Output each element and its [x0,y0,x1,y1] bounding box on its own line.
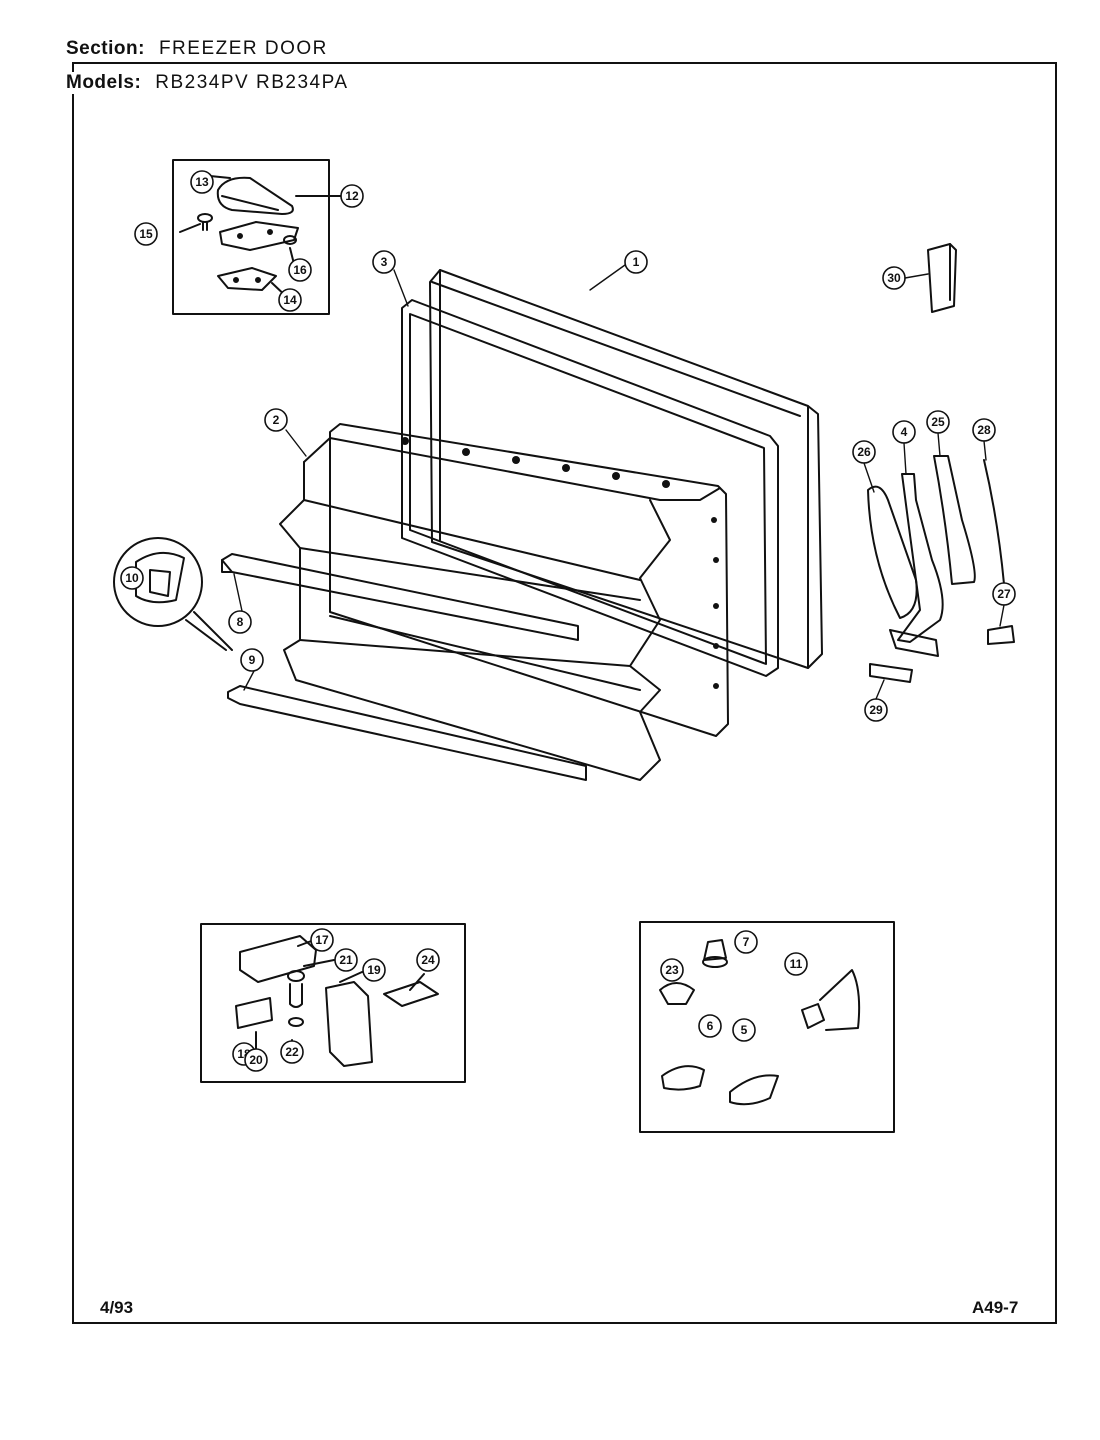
models-label: Models: [66,72,142,93]
svg-text:17: 17 [315,933,329,947]
callout-28: 28 [972,418,996,442]
section-label: Section: [66,38,145,59]
callout-15: 15 [134,222,158,246]
callout-30: 30 [882,266,906,290]
callout-10: 10 [120,566,144,590]
misc-parts-drawing [659,939,861,1106]
callout-14: 14 [278,288,302,312]
svg-text:7: 7 [743,935,750,949]
svg-text:21: 21 [339,953,353,967]
svg-text:12: 12 [345,189,359,203]
svg-text:4: 4 [901,425,908,439]
callout-26: 26 [852,440,876,464]
callout-5: 5 [732,1018,756,1042]
callout-27: 27 [992,582,1016,606]
svg-text:3: 3 [381,255,388,269]
callout-29: 29 [864,698,888,722]
svg-text:10: 10 [125,571,139,585]
callout-25: 25 [926,410,950,434]
page-code: A49-7 [972,1298,1019,1317]
shelf-rail-lower [227,685,587,781]
door-gasket [401,299,779,677]
svg-text:26: 26 [857,445,871,459]
svg-text:25: 25 [931,415,945,429]
rail-clip-detail [113,537,233,651]
svg-text:22: 22 [285,1045,299,1059]
shelf-rail-upper [221,553,579,641]
callout-22: 22 [280,1040,304,1064]
svg-text:2: 2 [273,413,280,427]
door-liner [279,423,729,781]
date-code: 4/93 [100,1298,134,1317]
handle-parts-drawing [179,175,349,301]
callout-13: 13 [190,170,214,194]
callout-12: 12 [340,184,364,208]
svg-text:16: 16 [293,263,307,277]
svg-text:20: 20 [249,1053,263,1067]
callout-9: 9 [240,648,264,672]
svg-text:14: 14 [283,293,297,307]
callout-20: 20 [244,1048,268,1072]
svg-text:1: 1 [633,255,640,269]
inset-hinge-box [200,923,466,1083]
models-value: RB234PV RB234PA [155,72,349,93]
inset-handle-box [172,159,330,315]
callout-17: 17 [310,928,334,952]
svg-text:6: 6 [707,1019,714,1033]
svg-text:28: 28 [977,423,991,437]
svg-text:5: 5 [741,1023,748,1037]
callout-16: 16 [288,258,312,282]
svg-text:13: 13 [195,175,209,189]
inset-misc-box [639,921,895,1133]
callout-3: 3 [372,250,396,274]
svg-text:27: 27 [997,587,1011,601]
callout-11: 11 [784,952,808,976]
callout-8: 8 [228,610,252,634]
callout-6: 6 [698,1014,722,1038]
callout-21: 21 [334,948,358,972]
hinge-hardware-drawing [235,935,439,1067]
outer-door-panel [429,269,823,669]
svg-text:15: 15 [139,227,153,241]
section-row: Section: FREEZER DOOR [66,38,328,60]
callout-19: 19 [362,958,386,982]
handle-cover [927,243,957,313]
svg-text:29: 29 [869,703,883,717]
svg-text:30: 30 [887,271,901,285]
section-value: FREEZER DOOR [158,38,328,59]
handle-strips [867,455,1015,683]
models-row: Models: RB234PV RB234PA [66,72,355,94]
callout-2: 2 [264,408,288,432]
callout-24: 24 [416,948,440,972]
svg-text:8: 8 [237,615,244,629]
callout-4: 4 [892,420,916,444]
diagram-frame [72,62,1057,1324]
leader-lines [233,264,1005,700]
callout-23: 23 [660,958,684,982]
callout-1: 1 [624,250,648,274]
svg-text:23: 23 [665,963,679,977]
svg-text:9: 9 [249,653,256,667]
svg-text:24: 24 [421,953,435,967]
svg-text:19: 19 [367,963,381,977]
svg-text:11: 11 [790,957,803,971]
callout-7: 7 [734,930,758,954]
